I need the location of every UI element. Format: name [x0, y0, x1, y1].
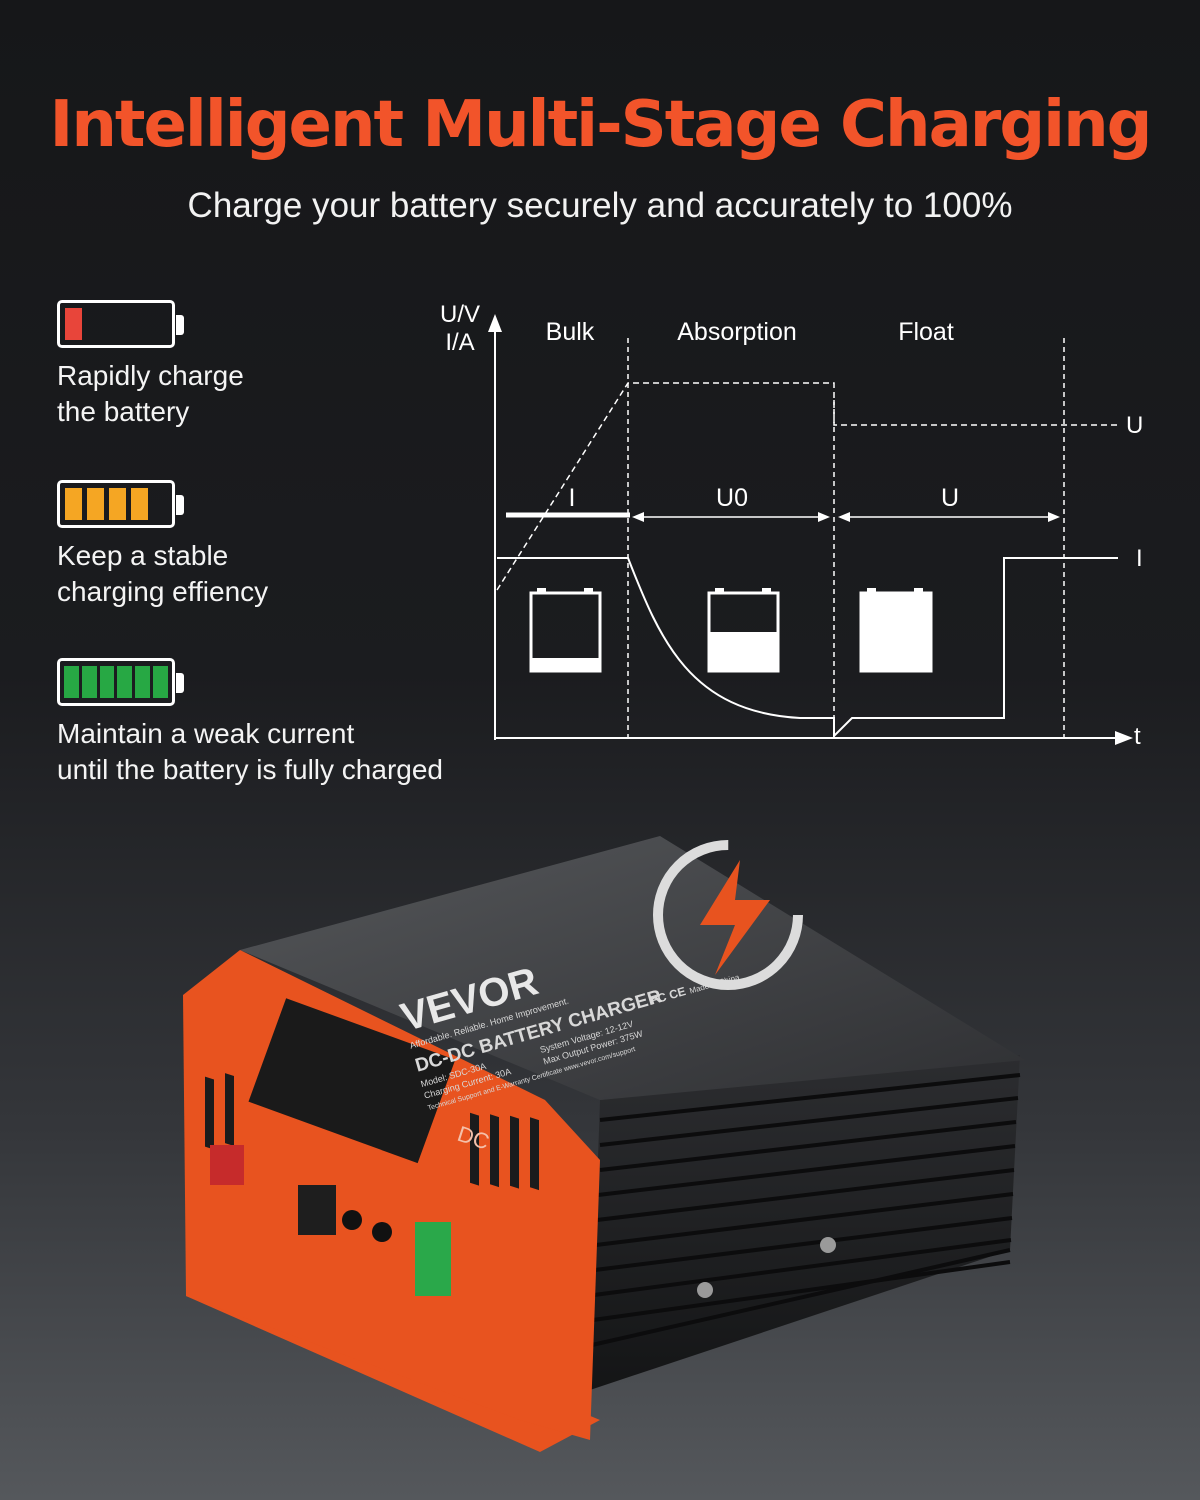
battery-full-icon	[859, 588, 933, 673]
charging-stage-diagram: U/V I/A t Bulk Absorption Float U I I U0…	[440, 301, 1143, 750]
feature-stable-charging: Keep a stable charging effiency	[57, 480, 268, 610]
voltage-curve-label: U	[1126, 412, 1143, 439]
y-axis-label-voltage: U/V	[440, 301, 480, 328]
stage-label-absorption: Absorption	[677, 318, 797, 346]
feature-rapid-charge: Rapidly charge the battery	[57, 300, 244, 430]
top-panel	[240, 836, 1025, 1100]
feature-text: Keep a stable charging effiency	[57, 540, 269, 607]
current-curve-label: I	[1136, 545, 1143, 572]
product-image: DC VEVOR Affordable. Reliable. Home Impr…	[183, 836, 1025, 1452]
terminal-block	[415, 1222, 451, 1296]
current-curve	[497, 557, 1118, 739]
rj45-port	[298, 1185, 336, 1235]
segment-label-float: U	[941, 484, 959, 512]
y-axis-arrow	[488, 314, 502, 332]
stage-label-bulk: Bulk	[546, 318, 595, 346]
led-indicator	[372, 1222, 392, 1242]
heatsink-fins	[591, 1073, 1021, 1347]
battery-low-icon	[57, 300, 184, 348]
segment-label-absorption: U0	[716, 484, 748, 512]
x-axis-label: t	[1134, 723, 1141, 750]
feature-maintain-current: Maintain a weak current until the batter…	[57, 658, 443, 788]
battery-full-icon	[57, 658, 184, 706]
page-title: Intelligent Multi-Stage Charging	[49, 88, 1153, 162]
feature-text: Maintain a weak current until the batter…	[57, 718, 443, 785]
lightning-logo-icon	[653, 840, 803, 990]
battery-empty-icon	[529, 588, 602, 673]
battery-half-icon	[707, 588, 780, 673]
screw	[820, 1237, 836, 1253]
y-axis-label-current: I/A	[445, 329, 474, 356]
battery-medium-icon	[57, 480, 184, 528]
voltage-curve	[496, 382, 1118, 591]
screw	[697, 1282, 713, 1298]
feature-text: Rapidly charge the battery	[57, 360, 244, 427]
page-subtitle: Charge your battery securely and accurat…	[187, 186, 1013, 225]
dip-switch	[210, 1145, 244, 1185]
vent-slots	[205, 1073, 539, 1191]
x-axis-arrow	[1115, 731, 1133, 745]
segment-label-constant-current: I	[569, 484, 576, 512]
terminal-cover	[248, 998, 456, 1164]
led-indicator	[342, 1210, 362, 1230]
stage-label-float: Float	[898, 318, 954, 346]
